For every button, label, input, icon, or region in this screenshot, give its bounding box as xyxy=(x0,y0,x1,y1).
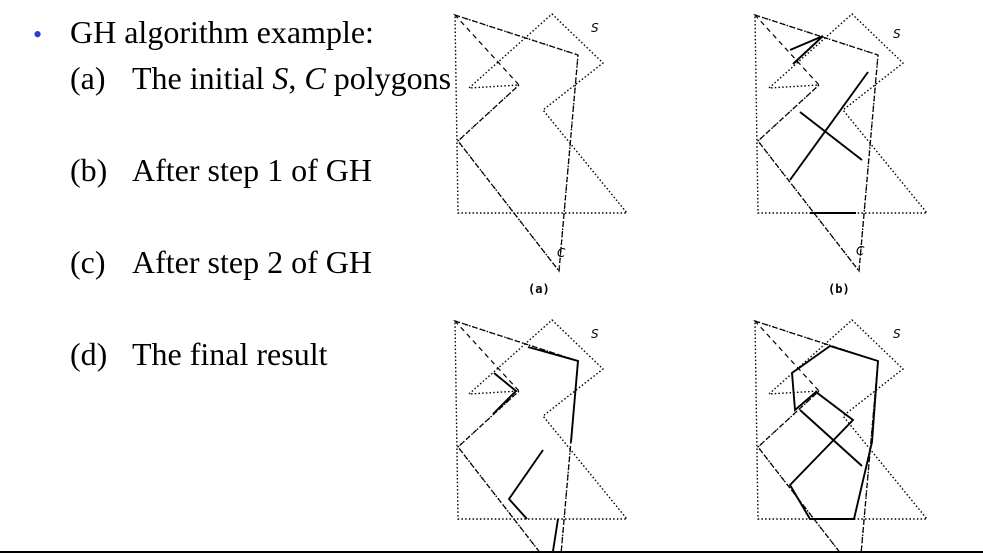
step-a-c: C xyxy=(304,60,326,96)
panel-a-s-label: S xyxy=(591,21,599,35)
panel-c-s-label: S xyxy=(591,327,599,341)
panel-a-caption: (a) xyxy=(528,282,550,296)
step-b-letter: (b) xyxy=(70,152,108,188)
step-c-text: After step 2 of GH xyxy=(132,244,372,280)
step-d: (d) The final result xyxy=(70,336,327,373)
panel-a: S C (a) xyxy=(453,13,629,296)
panel-b-result-edges xyxy=(789,35,824,65)
panel-d-result-polygon xyxy=(788,344,880,520)
panel-b-s-label: S xyxy=(893,27,901,41)
step-b-text: After step 1 of GH xyxy=(132,152,372,188)
step-c: (c) After step 2 of GH xyxy=(70,244,372,281)
panel-b-polygon-s xyxy=(754,13,929,273)
panel-b-c-label: C xyxy=(856,244,865,258)
panel-d-polygon-s xyxy=(754,319,929,551)
panel-c-result-path-1 xyxy=(527,346,580,443)
step-a-letter: (a) xyxy=(70,60,106,96)
panel-d-result-edge-1 xyxy=(799,409,863,467)
panel-a-polygon-s xyxy=(454,13,629,273)
step-a-text-before: The initial xyxy=(132,60,273,96)
panel-a-polygon-c xyxy=(453,13,579,273)
step-a-s: S xyxy=(272,60,289,96)
panel-d-s-label: S xyxy=(893,327,901,341)
panel-b-result-edge-2 xyxy=(789,71,869,181)
panel-c-result-edge-1 xyxy=(552,518,559,551)
panel-c-polygon-s xyxy=(454,319,629,551)
bottom-divider xyxy=(0,551,983,553)
step-a-sep: , xyxy=(288,60,305,96)
panel-c-result-path-3 xyxy=(507,449,544,520)
step-a-text-after: polygons xyxy=(325,60,452,96)
step-b: (b) After step 1 of GH xyxy=(70,152,372,189)
panel-c-result-path-2 xyxy=(492,372,518,415)
step-d-text: The final result xyxy=(132,336,328,372)
panel-a-c-label: C xyxy=(557,246,566,260)
slide-title: GH algorithm example: xyxy=(70,14,374,50)
panel-b-caption: (b) xyxy=(828,282,850,296)
step-c-letter: (c) xyxy=(70,244,106,280)
panel-b-result-edge-1 xyxy=(799,111,863,161)
step-d-letter: (d) xyxy=(70,336,108,372)
panel-b: S C (b) xyxy=(753,13,929,296)
panel-d: S xyxy=(753,319,929,551)
bullet-icon: • xyxy=(33,20,43,49)
step-a: (a) The initial S, C polygons xyxy=(70,60,451,97)
panel-c: S xyxy=(453,319,629,551)
